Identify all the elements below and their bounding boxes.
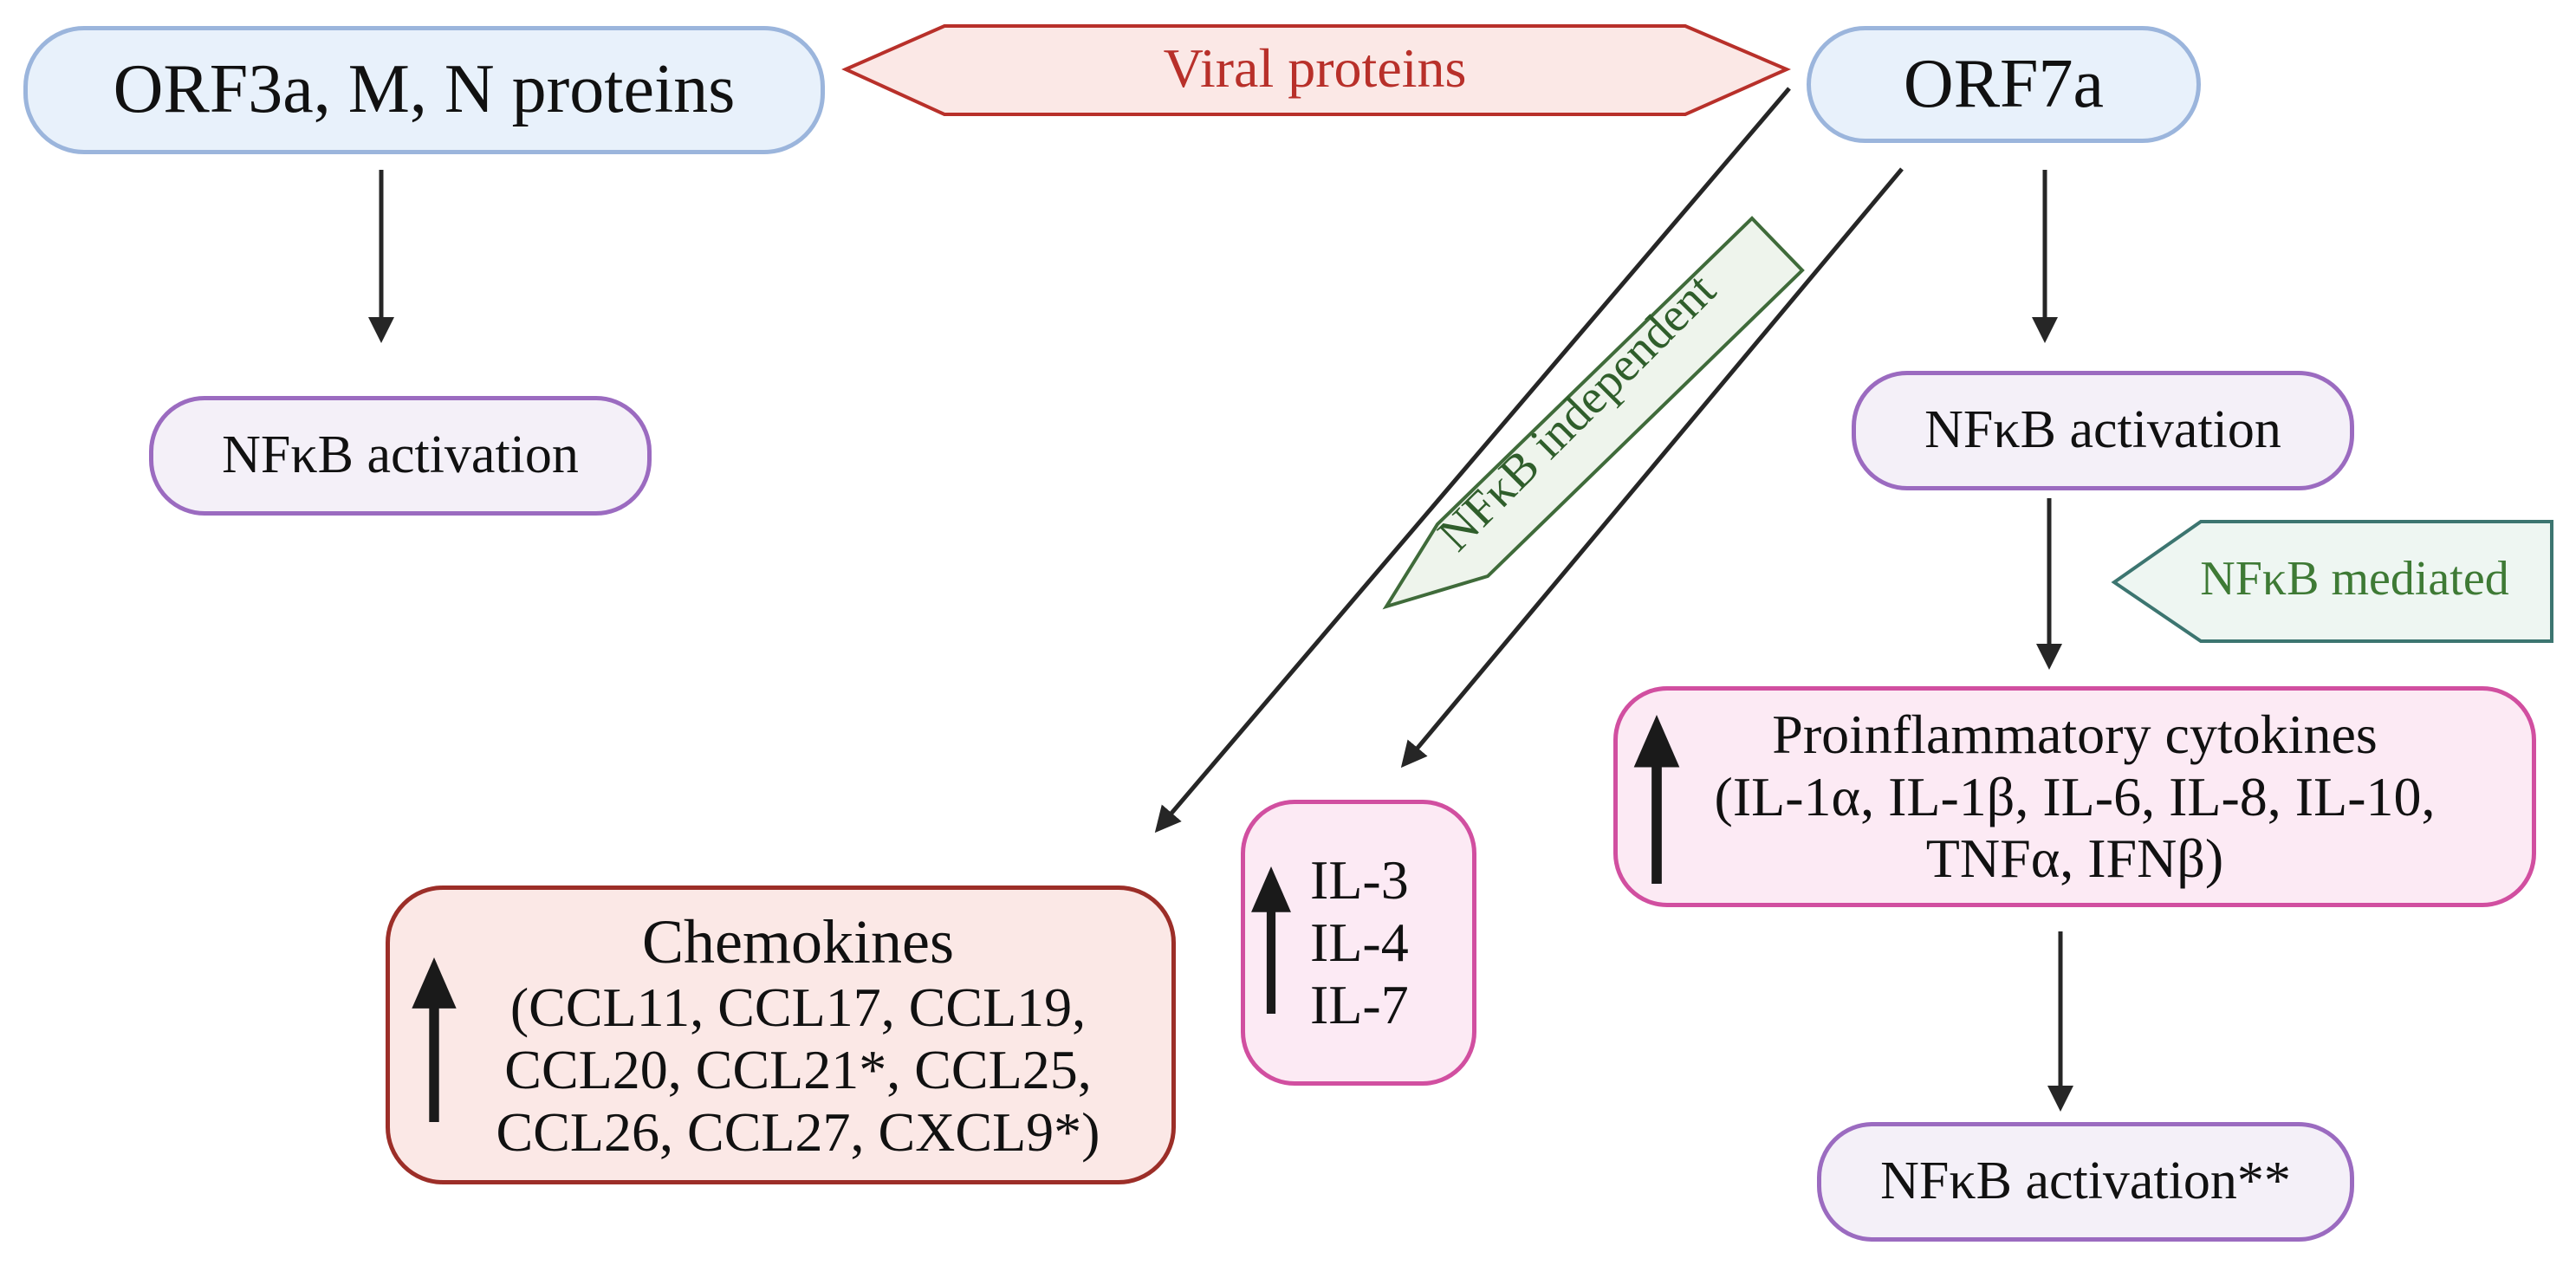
chemokines-title: Chemokines (642, 906, 954, 976)
nfkb-mediated-tag (2111, 520, 2553, 643)
nfkb-activation-final-node: NFκB activation** (1817, 1122, 2354, 1242)
cytokines-list-line-1: (IL-1α, IL-1β, IL-6, IL-8, IL-10, (1714, 765, 2436, 827)
chemokines-list-line-2: CCL20, CCL21*, CCL25, (504, 1038, 1092, 1100)
chemokines-node: Chemokines (CCL11, CCL17, CCL19, CCL20, … (386, 886, 1176, 1184)
nfkb-independent-tag (1382, 216, 1805, 610)
orf7a-text: ORF7a (1903, 45, 2105, 122)
cytokines-title: Proinflammatory cytokines (1772, 703, 2378, 765)
orf3a-m-n-proteins-node: ORF3a, M, N proteins (23, 26, 825, 154)
interleukins-node: IL-3 IL-4 IL-7 (1241, 800, 1476, 1086)
nfkb-activation-right-node: NFκB activation (1852, 371, 2354, 490)
il-7-text: IL-7 (1310, 973, 1409, 1035)
up-arrow-icon (1633, 715, 1680, 884)
nfkb-activation-left-text: NFκB activation (222, 425, 579, 485)
chemokines-list-line-3: CCL26, CCL27, CXCL9*) (496, 1100, 1100, 1163)
up-arrow-icon (1251, 866, 1291, 1014)
nfkb-activation-final-text: NFκB activation** (1880, 1151, 2291, 1211)
proinflammatory-cytokines-node: Proinflammatory cytokines (IL-1α, IL-1β,… (1613, 686, 2536, 907)
nfkb-mediated-label: NFκB mediated (2200, 552, 2509, 606)
up-arrow-icon (412, 957, 457, 1122)
cytokines-list-line-2: TNFα, IFNβ) (1925, 827, 2224, 890)
nfkb-activation-left-node: NFκB activation (149, 396, 652, 516)
il-4-text: IL-4 (1310, 911, 1409, 974)
viral-proteins-label: Viral proteins (1163, 37, 1467, 99)
viral-proteins-banner (841, 24, 1792, 116)
nfkb-activation-right-text: NFκB activation (1924, 400, 2281, 460)
orf7a-node: ORF7a (1807, 26, 2201, 143)
il-3-text: IL-3 (1310, 849, 1409, 911)
orf3a-m-n-proteins-text: ORF3a, M, N proteins (113, 51, 736, 128)
arrow-orf7a-to-interleukins (1400, 167, 1904, 769)
chemokines-list-line-1: (CCL11, CCL17, CCL19, (509, 976, 1087, 1039)
arrow-orf7a-to-chemokines (1154, 87, 1791, 834)
